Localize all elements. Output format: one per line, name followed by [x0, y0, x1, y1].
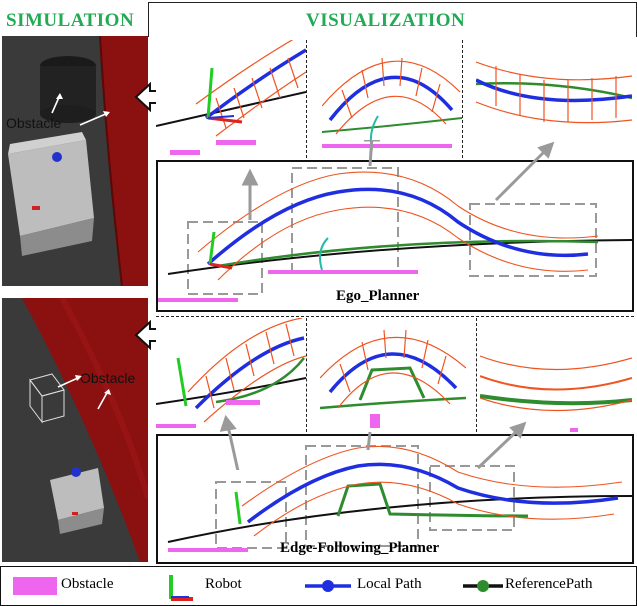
obstacle-arrows-bottom: [57, 375, 111, 410]
simulation-image-top: [2, 36, 148, 286]
visualization-header: VISUALIZATION: [306, 10, 466, 31]
edge-inset-top-border: [156, 316, 634, 317]
legend-robot-label: Robot: [205, 576, 242, 592]
legend-local-path-label: Local Path: [357, 576, 422, 592]
ego-planner-caption: Ego_Planner: [336, 288, 420, 304]
edge-inset-2: [320, 318, 466, 432]
ego-divider-2: [462, 40, 463, 158]
ego-inset-3: [476, 40, 632, 158]
edge-divider-1: [306, 318, 307, 432]
edge-inset-1: [156, 318, 306, 432]
local-path-icon: [305, 580, 351, 592]
obstacle-label-bottom: Obstacle: [80, 370, 136, 386]
legend: Obstacle Robot Local Path ReferencePath: [0, 566, 637, 606]
simulation-header: SIMULATION: [6, 10, 135, 31]
ego-inset-1: [156, 40, 306, 158]
legend-obstacle-label: Obstacle: [61, 576, 114, 592]
callout-arrows: [219, 140, 555, 470]
ego-divider-1: [306, 40, 307, 158]
reference-path-icon: [463, 580, 503, 592]
legend-reference-path-label: ReferencePath: [505, 576, 593, 592]
ego-planner-panel: Ego_Planner: [156, 160, 634, 312]
obstacle-label-top: Obstacle: [6, 115, 62, 131]
visualization-frame-top: [148, 2, 637, 37]
ego-inset-2: [322, 40, 462, 158]
obstacle-arrows-top: [51, 93, 110, 126]
edge-inset-3: [480, 318, 632, 432]
simulation-image-bottom: [2, 298, 148, 562]
edge-following-planner-caption: Edge-Following_Planner: [280, 540, 440, 556]
edge-divider-2: [476, 318, 477, 432]
robot-icon: [169, 575, 193, 601]
obstacle-swatch: [13, 577, 57, 595]
